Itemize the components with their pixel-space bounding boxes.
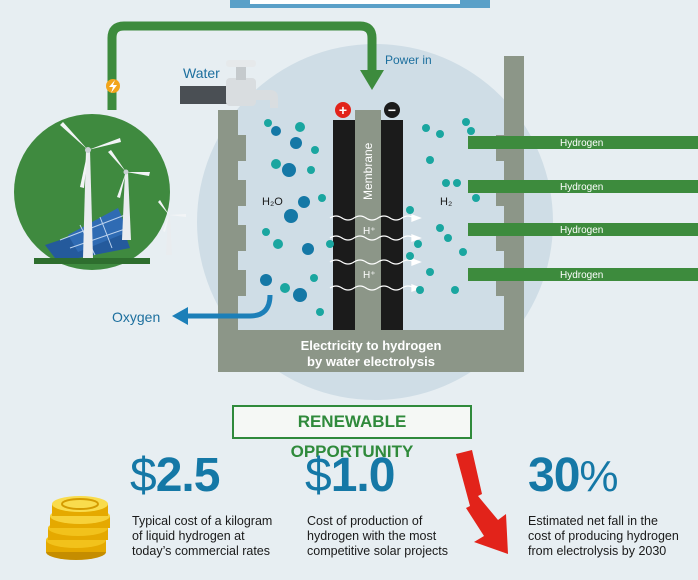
diagram-caption-line2: by water electrolysis [307,354,435,369]
proton-label: H⁺ [363,270,376,281]
diagram-caption-line1: Electricity to hydrogen [301,338,442,353]
negative-terminal-sign: − [388,102,396,118]
positive-terminal [335,102,351,118]
stat-value-2: $1.0 [305,449,396,502]
membrane-label: Membrane [361,142,375,200]
stat-number: 2.5 [155,449,221,502]
stat-description-2: Cost of production of hydrogen with the … [307,514,449,558]
water-label: Water [183,65,220,81]
h2-label: H₂ [440,196,452,208]
stat-currency: $ [305,449,332,502]
stat-description-3: Estimated net fall in the cost of produc… [528,514,679,558]
hydrogen-pipes [468,136,698,281]
proton-label: H⁺ [363,226,376,237]
negative-terminal [384,102,400,118]
h2o-label: H₂O [262,196,283,208]
power-arrow [360,70,384,90]
hydrogen-output-label: Hydrogen [560,270,603,281]
stat-value-1: $2.5 [130,449,221,502]
anode-electrode [333,120,355,330]
coin-stack-icon [46,496,110,560]
hydrogen-output-label: Hydrogen [560,225,603,236]
power-cable [107,21,377,110]
membrane [355,110,381,330]
stat-unit: % [579,452,618,501]
positive-terminal-sign: + [339,102,347,118]
stat-number: 1.0 [330,449,396,502]
lightning-icon [106,79,120,93]
electrolysis-diagram: Membrane + − [14,0,698,400]
water-molecules [260,119,334,316]
stat-currency: $ [130,449,157,502]
renewable-energy-circle [14,114,186,270]
oxygen-arrow [182,294,273,319]
cathode-electrode [381,120,403,330]
proton-flow [329,214,422,292]
water-tap-icon [180,60,278,108]
stat-value-3: 30% [528,449,619,502]
section-title: RENEWABLE OPPORTUNITY [232,405,472,461]
stat-number: 30 [528,449,580,502]
wind-turbine-icon [108,150,150,240]
hydrogen-output-label: Hydrogen [560,182,603,193]
hydrogen-molecules [406,118,480,294]
hydrogen-output-label: Hydrogen [560,138,603,149]
wind-turbine-icon [60,122,121,258]
falling-arrow-icon [456,450,508,554]
power-in-label: Power in [385,53,432,67]
oxygen-label: Oxygen [112,309,160,325]
wind-turbine-icon [158,200,186,255]
stat-description-1: Typical cost of a kilogram of liquid hyd… [132,514,273,558]
